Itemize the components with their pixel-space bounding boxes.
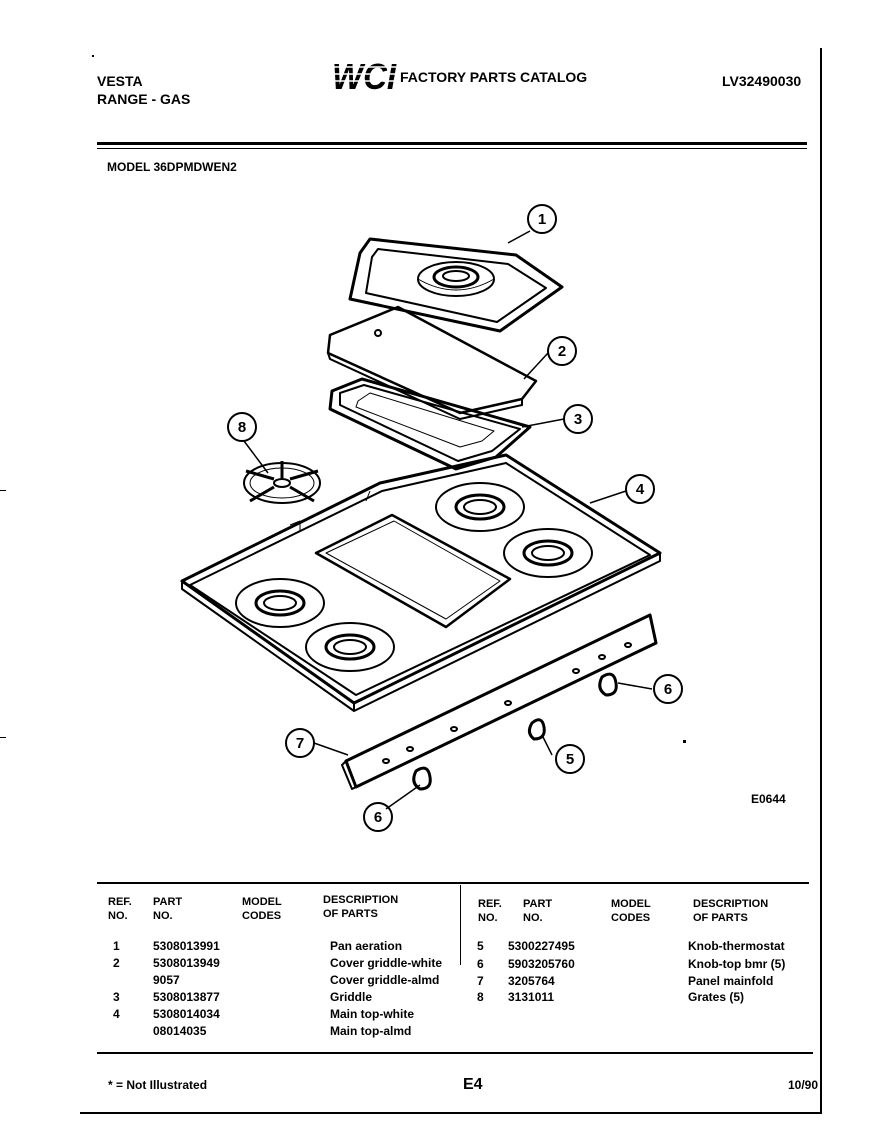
callout-1: 1 xyxy=(538,211,546,228)
header-rule-thin xyxy=(97,148,807,149)
wci-logo: WCI xyxy=(332,58,397,94)
scan-mark xyxy=(0,490,6,491)
part-main-top xyxy=(180,453,662,712)
figure-code: E0644 xyxy=(751,792,786,806)
header-brand-block: VESTA RANGE - GAS xyxy=(97,72,190,108)
page-number: E4 xyxy=(463,1076,483,1093)
callout-8: 8 xyxy=(238,419,246,436)
header-rule xyxy=(97,142,807,145)
callout-3: 3 xyxy=(574,411,582,428)
document-code: LV32490030 xyxy=(722,73,802,89)
part-burner-grate xyxy=(243,461,321,504)
scan-speck xyxy=(683,740,686,743)
part-manifold-panel xyxy=(341,613,658,790)
table-top-rule xyxy=(97,882,809,884)
scan-mark xyxy=(0,737,6,738)
date-code: 10/90 xyxy=(788,1078,819,1092)
header-product: RANGE - GAS xyxy=(97,91,191,107)
exploded-parts-diagram: 1 2 3 4 5 6 6 7 8 xyxy=(180,204,683,832)
callout-4: 4 xyxy=(636,481,645,498)
model-number: MODEL 36DPMDWEN2 xyxy=(107,160,237,174)
table-column-divider xyxy=(460,885,461,965)
catalog-title: FACTORY PARTS CATALOG xyxy=(400,69,588,85)
not-illustrated-note: * = Not Illustrated xyxy=(108,1078,208,1092)
header-brand: VESTA xyxy=(97,73,143,89)
callout-7: 7 xyxy=(296,735,304,752)
callout-2: 2 xyxy=(558,343,566,360)
part-knob-top-burner xyxy=(412,672,618,791)
table-bottom-rule xyxy=(97,1052,813,1054)
part-griddle-cover xyxy=(326,305,538,420)
callout-6-upper: 6 xyxy=(664,681,672,698)
right-header-ref: REF.NO. xyxy=(478,898,502,924)
callout-5: 5 xyxy=(566,751,574,768)
left-header-ref: REF.NO. xyxy=(108,896,132,922)
scan-speck xyxy=(92,55,94,57)
callout-6-lower: 6 xyxy=(374,809,382,826)
wci-logo-text: WCI xyxy=(332,58,397,94)
page-frame xyxy=(80,48,822,1114)
part-aeration-pan xyxy=(348,237,564,333)
